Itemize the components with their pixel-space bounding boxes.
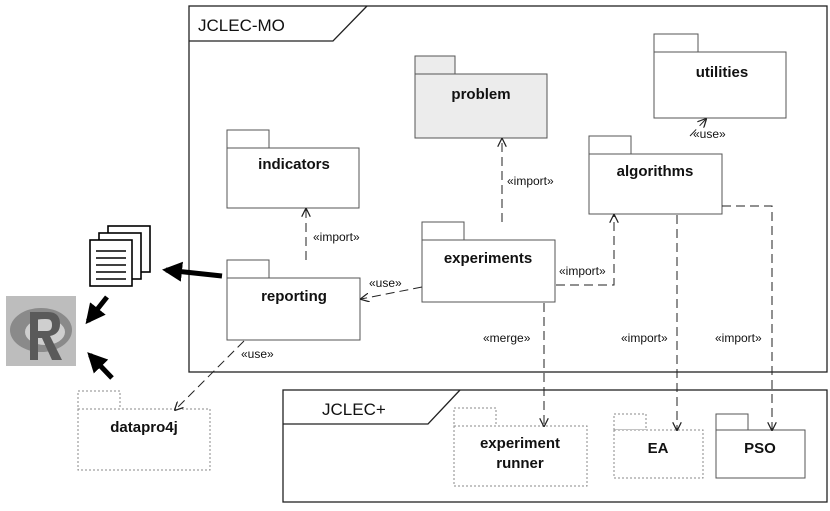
label-indicators-import: «import» [313, 230, 360, 244]
arrow-documents-to-r [85, 295, 109, 325]
arrow-datapro4j-to-r [87, 352, 114, 380]
package-ea[interactable]: EA [613, 413, 704, 479]
package-experiment-runner-label-1: experiment [480, 435, 560, 452]
package-datapro4j-label: datapro4j [110, 419, 178, 436]
edge-experiments-algorithms [556, 215, 614, 286]
package-problem-label: problem [451, 86, 510, 103]
package-experiment-runner[interactable]: experiment runner [453, 407, 588, 487]
label-utilities-use: «use» [693, 127, 726, 141]
edge-algorithms-utilities [689, 119, 706, 137]
edge-reporting-datapro4j [175, 340, 245, 410]
package-indicators-label: indicators [258, 156, 330, 173]
frame-jclec-plus: JCLEC+ [282, 389, 828, 503]
package-experiments[interactable]: experiments [421, 221, 556, 303]
label-merge: «merge» [483, 331, 531, 345]
label-ea-import: «import» [621, 331, 668, 345]
package-experiments-label: experiments [444, 250, 532, 267]
label-reporting-use: «use» [369, 276, 402, 290]
frame-jclec-mo: JCLEC-MO [188, 5, 828, 373]
package-algorithms-label: algorithms [617, 163, 694, 180]
edge-algorithms-pso [722, 205, 772, 430]
package-problem[interactable]: problem [414, 55, 548, 139]
frame-jclec-mo-label: JCLEC-MO [198, 16, 285, 35]
package-experiment-runner-label-2: runner [496, 455, 544, 472]
package-pso-label: PSO [744, 440, 776, 457]
package-ea-label: EA [648, 440, 669, 457]
label-problem-import: «import» [507, 174, 554, 188]
label-pso-import: «import» [715, 331, 762, 345]
package-algorithms[interactable]: algorithms [588, 135, 723, 215]
edge-experiments-reporting [361, 286, 423, 299]
package-utilities[interactable]: utilities [653, 33, 787, 119]
package-indicators[interactable]: indicators [226, 129, 360, 209]
package-utilities-label: utilities [696, 64, 749, 81]
frame-jclec-plus-label: JCLEC+ [322, 400, 386, 419]
r-logo-icon [6, 296, 76, 366]
package-reporting[interactable]: reporting [226, 259, 361, 341]
label-datapro4j-use: «use» [241, 347, 274, 361]
package-reporting-label: reporting [261, 288, 327, 305]
arrow-reporting-to-documents [162, 261, 223, 282]
package-pso[interactable]: PSO [715, 413, 806, 479]
package-datapro4j[interactable]: datapro4j [77, 390, 211, 471]
stacked-documents-icon [89, 225, 151, 287]
label-algorithms-import: «import» [559, 264, 606, 278]
